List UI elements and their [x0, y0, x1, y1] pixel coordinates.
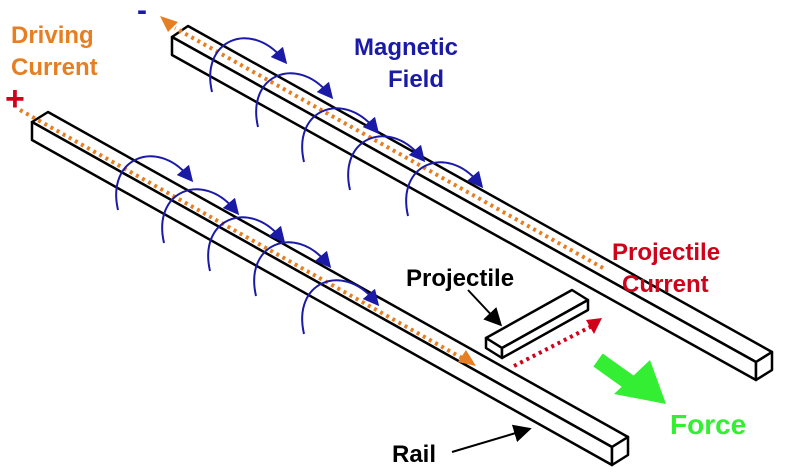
lower-rail: [30, 110, 630, 467]
positive-sign: +: [5, 80, 25, 118]
force-label: Force: [670, 409, 746, 440]
driving-current-arrowhead-top: [160, 16, 178, 32]
driving-current-label-line1: Driving: [11, 22, 94, 49]
upper-rail: [170, 24, 774, 382]
rail-label: Rail: [392, 441, 436, 468]
magnetic-field-loops-upper: [209, 37, 484, 217]
projectile-pointer-line: [467, 289, 503, 327]
negative-sign: -: [137, 0, 147, 27]
driving-current-arrowhead-bottom: [458, 350, 476, 366]
magnetic-field-loops-lower: [115, 155, 380, 335]
projectile-block: [484, 288, 590, 360]
projectile-current-arrowhead: [586, 318, 602, 334]
driving-current-path: [19, 26, 604, 360]
magnetic-field-label-line1: Magnetic: [354, 34, 458, 61]
projectile-current-label-line1: Projectile: [612, 239, 720, 266]
projectile-label: Projectile: [406, 265, 514, 292]
force-arrow: [593, 353, 666, 404]
driving-current-label-line2: Current: [11, 54, 98, 81]
magnetic-field-label-line2: Field: [388, 66, 444, 93]
rail-pointer-line: [451, 424, 532, 453]
projectile-current-path: [513, 324, 593, 368]
projectile-current-label-line2: Current: [622, 271, 709, 298]
